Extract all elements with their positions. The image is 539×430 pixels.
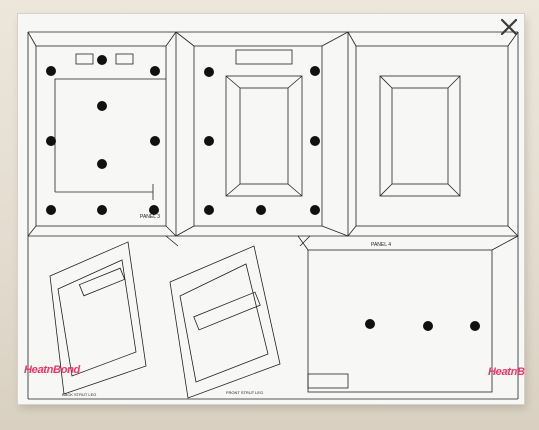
close-button[interactable] [496,14,522,40]
brand-logo-right: HeatnB [488,366,525,378]
close-icon [500,18,518,36]
printed-template-sheet: PANEL 3 PANEL 4 BACK STRUT LEG FRONT STR… [18,14,525,404]
brand-logo-left: HeatnBond [24,364,80,376]
hole-markers [46,55,480,331]
panel-3-label: PANEL 3 [140,214,161,220]
panel-4-label: PANEL 4 [371,242,392,248]
back-strut-label: BACK STRUT LEG [62,392,97,397]
template-drawing [27,31,519,400]
front-strut-label: FRONT STRUT LEG [226,390,264,395]
